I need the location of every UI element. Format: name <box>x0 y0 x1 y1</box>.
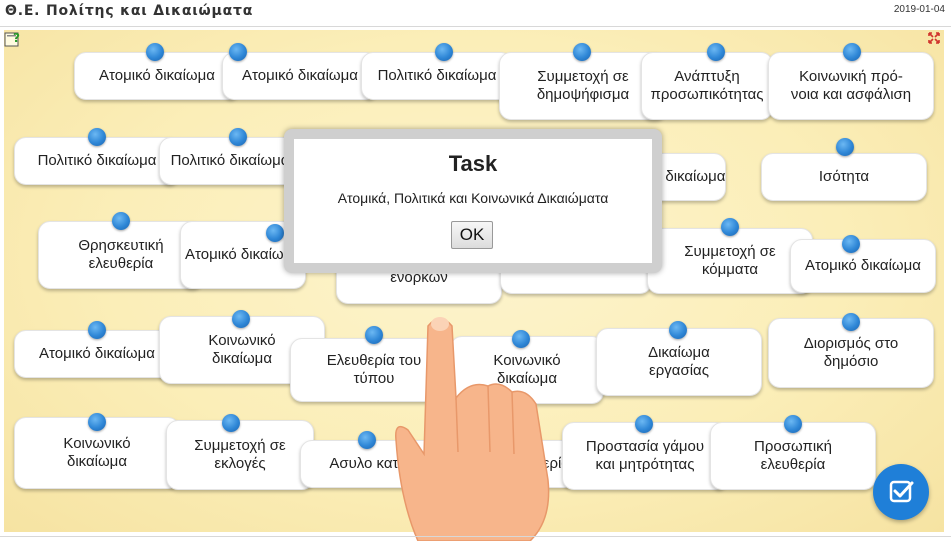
pin-icon <box>521 431 539 449</box>
term-card-label: Ελευθερία <box>502 455 570 472</box>
term-card-label: νοια και ασφάλιση <box>790 86 912 103</box>
ok-button[interactable]: OK <box>451 221 493 249</box>
term-card-label: Πολιτικό δικαίωμα <box>170 152 290 169</box>
term-card-label: δικαίωμα <box>496 370 557 387</box>
term-card-label: Συμμετοχή σε <box>194 437 286 454</box>
pin-icon <box>112 212 130 230</box>
term-card[interactable]: Ατομικό δικαίωμα <box>790 239 936 293</box>
pin-icon <box>707 43 725 61</box>
term-card-label: προσωπικότητας <box>650 86 764 103</box>
term-card-label: Συμμετοχή σε <box>684 243 776 260</box>
term-card[interactable]: Ισότητα <box>761 153 927 201</box>
term-card-label: Προστασία γάμου <box>585 438 705 455</box>
pin-icon <box>669 321 687 339</box>
term-card[interactable]: Ασυλο κατοικίας <box>300 440 466 488</box>
term-card-label: Διορισμός στο <box>803 335 899 352</box>
term-card-label: Πολιτικό δικαίωμα <box>377 67 497 84</box>
term-card[interactable]: Ατομικό δικαίωμα <box>222 52 378 100</box>
pin-icon <box>512 330 530 348</box>
term-card-label: ενόρκων <box>390 269 448 286</box>
term-card-label: τύπου <box>353 370 395 387</box>
pin-icon <box>842 235 860 253</box>
term-card-label: Ατομικό δικαίωμα <box>805 257 921 274</box>
pin-icon <box>232 310 250 328</box>
help-icon[interactable]: ? <box>4 30 22 48</box>
pin-icon <box>88 321 106 339</box>
term-card-label: και μητρότητας <box>595 456 695 473</box>
term-card-label: Ατομικό δικαίωμα <box>185 246 301 263</box>
term-card-label: δημόσιο <box>823 353 879 370</box>
task-dialog-body: Task Ατομικά, Πολιτικά και Κοινωνικά Δικ… <box>294 139 652 263</box>
pin-icon <box>222 414 240 432</box>
pin-icon <box>88 128 106 146</box>
pin-icon <box>721 218 739 236</box>
term-card-label: ελευθερία <box>760 456 826 473</box>
term-card-label: δημοψήφισμα <box>536 86 630 103</box>
term-card-label: εργασίας <box>649 362 709 379</box>
bottom-divider <box>0 536 951 537</box>
term-card-label: δικαίωμα <box>66 453 127 470</box>
term-card-label: Ατομικό δικαίωμα <box>39 345 155 362</box>
term-card-label: Θρησκευτική <box>78 237 164 254</box>
pin-icon <box>146 43 164 61</box>
term-card-label: Ελευθερία του <box>326 352 422 369</box>
pin-icon <box>784 415 802 433</box>
pin-icon <box>635 415 653 433</box>
term-card[interactable]: Κοινωνική πρό-νοια και ασφάλιση <box>768 52 934 120</box>
pin-icon <box>836 138 854 156</box>
page-title: Θ.Ε. Πολίτης και Δικαιώματα <box>5 3 254 19</box>
svg-text:?: ? <box>13 31 20 45</box>
term-card-label: εκλογές <box>214 455 266 472</box>
task-dialog: Task Ατομικά, Πολιτικά και Κοινωνικά Δικ… <box>284 129 662 273</box>
term-card-label: Ασυλο κατοικίας <box>329 455 437 472</box>
term-card-label: Κοινωνικό <box>63 435 131 452</box>
term-card-label: Ισότητα <box>818 168 870 185</box>
pin-icon <box>88 413 106 431</box>
pin-icon <box>229 128 247 146</box>
check-button[interactable] <box>873 464 929 520</box>
pin-icon <box>573 43 591 61</box>
term-card-label: Ατομικό δικαίωμα <box>99 67 215 84</box>
pin-icon <box>843 43 861 61</box>
term-card-label: Πολιτικό δικαίωμα <box>37 152 157 169</box>
pin-icon <box>358 431 376 449</box>
term-card-label: Ανάπτυξη <box>674 68 740 85</box>
header-bar: Θ.Ε. Πολίτης και Δικαιώματα 2019-01-04 <box>0 0 951 27</box>
term-card[interactable]: Πολιτικό δικαίωμα <box>361 52 513 100</box>
date-label: 2019-01-04 <box>893 4 945 15</box>
pin-icon <box>266 224 284 242</box>
term-card-label: δικαίωμα <box>211 350 272 367</box>
fullscreen-icon[interactable] <box>928 32 940 44</box>
term-card-label: Δικαίωμα <box>648 344 710 361</box>
pin-icon <box>842 313 860 331</box>
term-card-label: κόμματα <box>701 261 758 278</box>
dialog-title: Task <box>448 151 498 176</box>
term-card-label: Κοινωνικό <box>208 332 276 349</box>
term-card[interactable]: Πολιτικό δικαίωμα <box>159 137 301 185</box>
pin-icon <box>435 43 453 61</box>
check-icon <box>889 480 914 503</box>
pin-icon <box>229 43 247 61</box>
pin-icon <box>365 326 383 344</box>
term-card-label: Συμμετοχή σε <box>537 68 629 85</box>
term-card-label: Ατομικό δικαίωμα <box>242 67 358 84</box>
term-card-label: ελευθερία <box>88 255 154 272</box>
term-card-label: Κοινωνικό <box>493 352 561 369</box>
dialog-message: Ατομικά, Πολιτικά και Κοινωνικά Δικαιώμα… <box>337 190 609 206</box>
term-card-label: Προσωπική <box>754 438 832 455</box>
term-card-label: Κοινωνική πρό- <box>799 68 903 85</box>
